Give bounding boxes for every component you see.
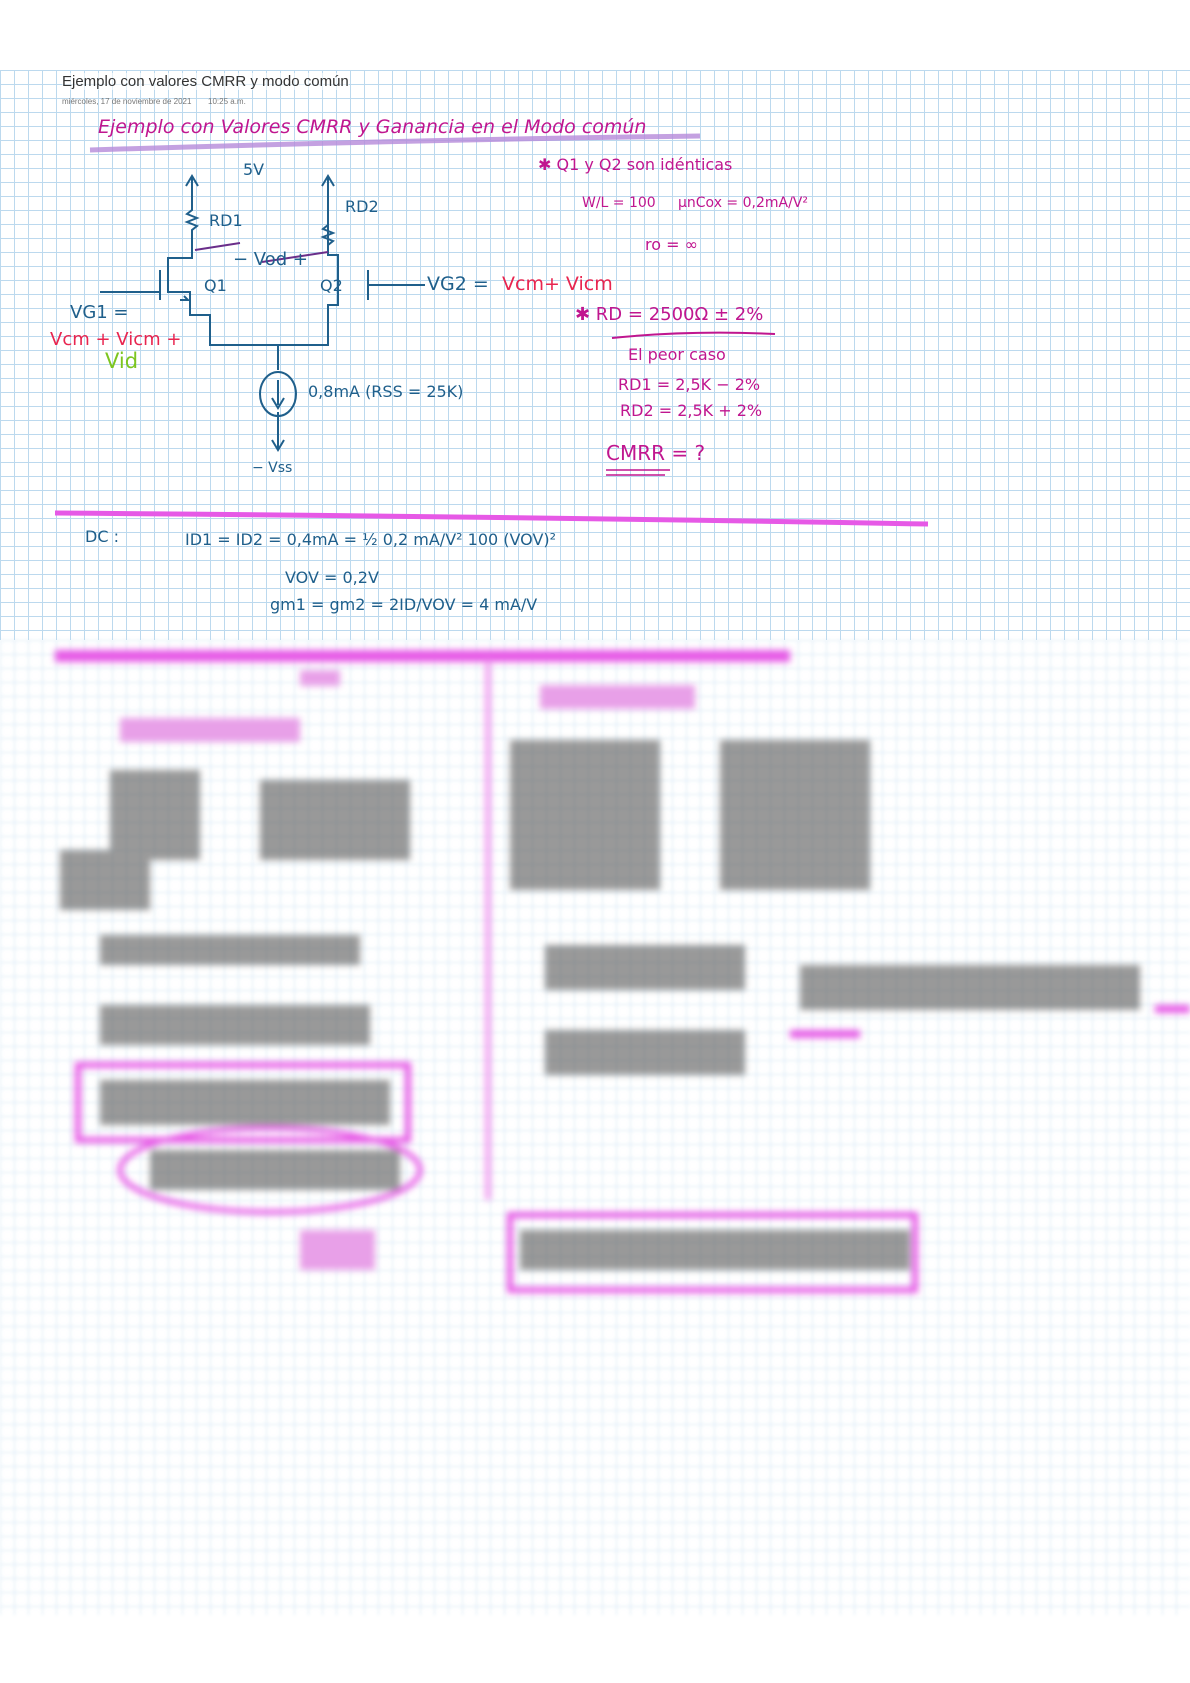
- vdd-label: 5V: [243, 160, 264, 179]
- page-time: 10:25 a.m.: [208, 97, 246, 106]
- rd1-label: RD1: [209, 211, 243, 230]
- worst-case: El peor caso: [628, 345, 726, 364]
- vid-label: Vid: [105, 349, 138, 373]
- page-date: miércoles, 17 de noviembre de 2021: [62, 97, 192, 106]
- vss-label: − Vss: [252, 460, 292, 476]
- rd2-label: RD2: [345, 197, 379, 216]
- given-identical: ✱ Q1 y Q2 son idénticas: [538, 155, 732, 174]
- blurred-content: [55, 650, 1190, 1293]
- diff-pair-circuit: [100, 174, 425, 452]
- dc-eq1: ID1 = ID2 = 0,4mA = ½ 0,2 mA/V² 100 (VOV…: [185, 530, 556, 549]
- cmrr-question: CMRR = ?: [606, 441, 705, 465]
- dc-eq3: gm1 = gm2 = 2ID/VOV = 4 mA/V: [270, 595, 537, 614]
- page-title: Ejemplo con valores CMRR y modo común: [62, 73, 349, 90]
- heading-underline: [89, 133, 701, 153]
- divider: [54, 510, 929, 527]
- vg2-label: VG2 =: [427, 273, 489, 295]
- given-rd: ✱ RD = 2500Ω ± 2%: [575, 304, 763, 325]
- notes-heading: Ejemplo con Valores CMRR y Ganancia en e…: [98, 116, 646, 138]
- rd1-value: RD1 = 2,5K − 2%: [618, 375, 760, 394]
- vod-label: − Vod +: [233, 249, 308, 270]
- q2-label: Q2: [320, 276, 343, 295]
- vg1-label: VG1 =: [70, 302, 129, 323]
- vg2-value: Vcm+ Vicm: [502, 273, 613, 295]
- q1-label: Q1: [204, 276, 227, 295]
- current-source-label: 0,8mA (RSS = 25K): [308, 382, 463, 401]
- given-uncox: μnCox = 0,2mA/V²: [678, 195, 808, 211]
- given-ro: ro = ∞: [645, 235, 698, 254]
- dc-eq2: VOV = 0,2V: [285, 568, 379, 587]
- dc-label: DC :: [85, 527, 119, 546]
- grid-background: [0, 70, 1190, 640]
- vg1-value: Vcm + Vicm +: [50, 329, 181, 350]
- given-wl: W/L = 100: [582, 195, 656, 211]
- rd2-value: RD2 = 2,5K + 2%: [620, 401, 762, 420]
